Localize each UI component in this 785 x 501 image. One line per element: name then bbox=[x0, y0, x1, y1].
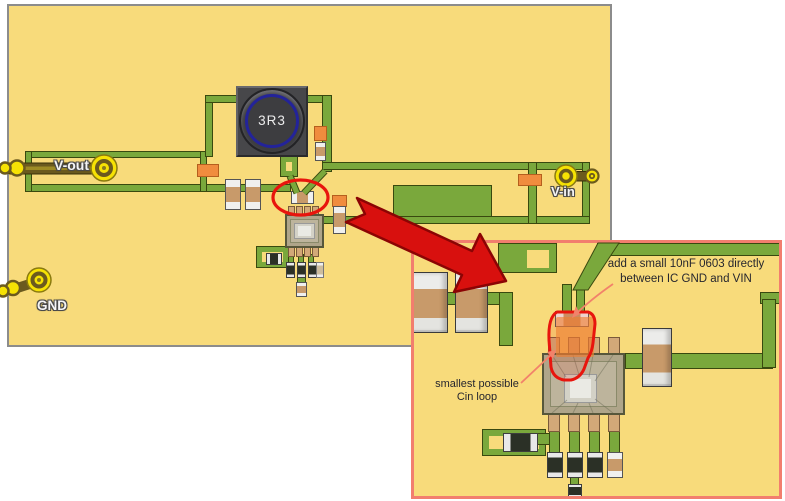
resistor-left-of-ic bbox=[266, 253, 282, 265]
vin-trace-right bbox=[582, 162, 590, 224]
inset-resistor-left bbox=[503, 433, 538, 452]
output-capacitor-2 bbox=[245, 179, 261, 210]
vin-trace-top bbox=[322, 162, 590, 170]
annotation-cap-note: add a small 10nF 0603 directly between I… bbox=[600, 257, 772, 286]
annotation-loop-note: smallest possible Cin loop bbox=[424, 378, 530, 404]
vin-label: V-in bbox=[551, 184, 575, 199]
vin-trace-divider bbox=[528, 162, 537, 224]
annotation-loop-note-line2: Cin loop bbox=[456, 391, 498, 403]
inductor-trace-left bbox=[205, 95, 213, 157]
annotation-cap-note-line2: between IC GND and VIN bbox=[620, 272, 752, 285]
capacitor-below-ic bbox=[296, 282, 307, 297]
vout-trace-left bbox=[25, 151, 32, 192]
gnd-label: GND bbox=[37, 298, 67, 313]
resistor-row-2 bbox=[297, 262, 306, 278]
inset-bottom-resistor-2 bbox=[567, 452, 583, 478]
inset-border bbox=[411, 240, 782, 499]
ground-pour-region bbox=[393, 185, 492, 217]
inset-right-capacitor bbox=[642, 328, 672, 387]
via-ring-below-inductor bbox=[280, 156, 298, 177]
inset-bottom-capacitor bbox=[607, 452, 623, 478]
main-ic-die-core bbox=[298, 226, 311, 236]
inset-bottom-resistor-3 bbox=[587, 452, 603, 478]
orange-component-3 bbox=[518, 174, 542, 186]
inset-pad-hole bbox=[527, 250, 549, 268]
input-capacitor bbox=[333, 206, 346, 234]
bypass-capacitor-10nF bbox=[291, 191, 314, 204]
resistor-row-4 bbox=[316, 262, 324, 278]
inset-right-vertical bbox=[762, 299, 776, 368]
resistor-row-1 bbox=[286, 262, 295, 278]
annotation-cap-note-line1: add a small 10nF 0603 directly bbox=[607, 258, 765, 270]
inductor-value-label: 3R3 bbox=[258, 113, 286, 128]
inset-ic-die-core bbox=[570, 379, 591, 398]
output-capacitor-1 bbox=[225, 179, 241, 210]
inductor-ring bbox=[245, 94, 299, 148]
orange-component-2 bbox=[314, 126, 327, 141]
vout-label: V-out bbox=[54, 157, 89, 173]
orange-component-1 bbox=[197, 164, 219, 177]
vout-trace-top bbox=[25, 151, 207, 158]
capacitor-near-inductor bbox=[315, 142, 326, 161]
vin-trace-bottom bbox=[322, 216, 590, 224]
annotation-loop-note-line1: smallest possible bbox=[435, 378, 519, 390]
inset-bottom-resistor-1 bbox=[547, 452, 563, 478]
